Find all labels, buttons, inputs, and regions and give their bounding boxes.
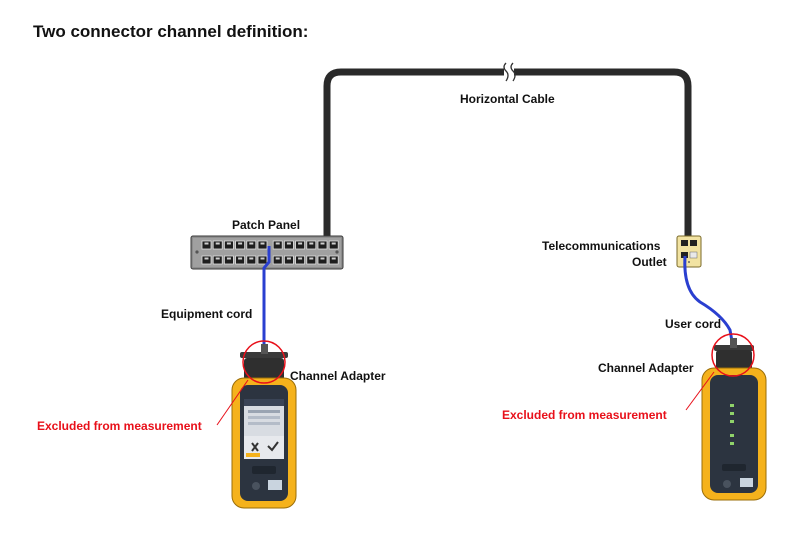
channel-adapter-label-left: Channel Adapter: [290, 369, 386, 383]
patch-panel-port-latch: [286, 257, 291, 260]
patch-panel-port-latch: [249, 242, 254, 245]
patch-panel-port: [295, 255, 306, 265]
patch-panel-port-latch: [331, 242, 336, 245]
patch-panel-port-latch: [331, 257, 336, 260]
patch-panel-port: [272, 255, 283, 265]
patch-panel-port: [246, 255, 257, 265]
outlet-label-line1: Telecommunications: [542, 239, 661, 253]
patch-panel-port: [223, 240, 234, 250]
wall-outlet-icon: [676, 235, 702, 268]
equipment-cord-label: Equipment cord: [161, 307, 252, 321]
excluded-leader-left: [216, 379, 249, 426]
patch-panel-port-latch: [215, 257, 220, 260]
patch-panel-port-latch: [286, 242, 291, 245]
patch-panel-port: [272, 240, 283, 250]
patch-panel-port-latch: [204, 242, 209, 245]
patch-panel-port-latch: [298, 242, 303, 245]
patch-panel-port: [295, 240, 306, 250]
user-cord-label: User cord: [665, 317, 721, 331]
patch-panel-port-latch: [298, 257, 303, 260]
patch-panel-port: [257, 255, 268, 265]
patch-panel-port: [212, 240, 223, 250]
patch-panel-port-latch: [275, 242, 280, 245]
patch-panel-port: [328, 240, 339, 250]
patch-panel-port: [328, 255, 339, 265]
excluded-label-right: Excluded from measurement: [502, 408, 667, 422]
patch-panel-port: [223, 255, 234, 265]
patch-panel-port-latch: [320, 257, 325, 260]
patch-panel-port-latch: [260, 242, 265, 245]
patch-panel-port: [283, 255, 294, 265]
patch-panel-port-latch: [215, 242, 220, 245]
patch-panel-port: [283, 240, 294, 250]
equipment-cord: [262, 246, 271, 352]
excluded-label-left: Excluded from measurement: [37, 419, 202, 433]
patch-panel-label: Patch Panel: [232, 218, 300, 232]
patch-panel-port-latch: [309, 257, 314, 260]
patch-panel-port-latch: [204, 257, 209, 260]
patch-panel-port: [201, 240, 212, 250]
patch-panel-port: [212, 255, 223, 265]
patch-panel-port-latch: [226, 242, 231, 245]
patch-panel-port-latch: [275, 257, 280, 260]
main-tester-icon: [231, 344, 297, 509]
patch-panel-port-latch: [238, 257, 243, 260]
user-cord: [683, 255, 735, 348]
channel-adapter-highlight-left: [242, 340, 286, 384]
patch-panel-port: [317, 255, 328, 265]
patch-panel-port: [246, 240, 257, 250]
patch-panel-port: [201, 255, 212, 265]
patch-panel-port: [306, 240, 317, 250]
patch-panel-port-latch: [226, 257, 231, 260]
channel-adapter-label-right: Channel Adapter: [598, 361, 694, 375]
patch-panel-port: [235, 255, 246, 265]
patch-panel-port-latch: [309, 242, 314, 245]
patch-panel-port: [306, 255, 317, 265]
excluded-leader-right: [685, 371, 715, 411]
remote-tester-icon: [701, 338, 767, 501]
patch-panel-port-latch: [249, 257, 254, 260]
outlet-label-line2: Outlet: [632, 255, 667, 269]
patch-panel-port-latch: [238, 242, 243, 245]
patch-panel-port-latch: [320, 242, 325, 245]
patch-panel-port-latch: [260, 257, 265, 260]
patch-panel-icon: [190, 235, 344, 270]
page-title: Two connector channel definition:: [33, 22, 309, 41]
patch-panel-port: [257, 240, 268, 250]
patch-panel-port: [317, 240, 328, 250]
patch-panel-port: [235, 240, 246, 250]
channel-adapter-highlight-right: [711, 333, 755, 377]
break-squiggle-icon: [503, 62, 516, 82]
horizontal-cable-label: Horizontal Cable: [460, 92, 555, 106]
